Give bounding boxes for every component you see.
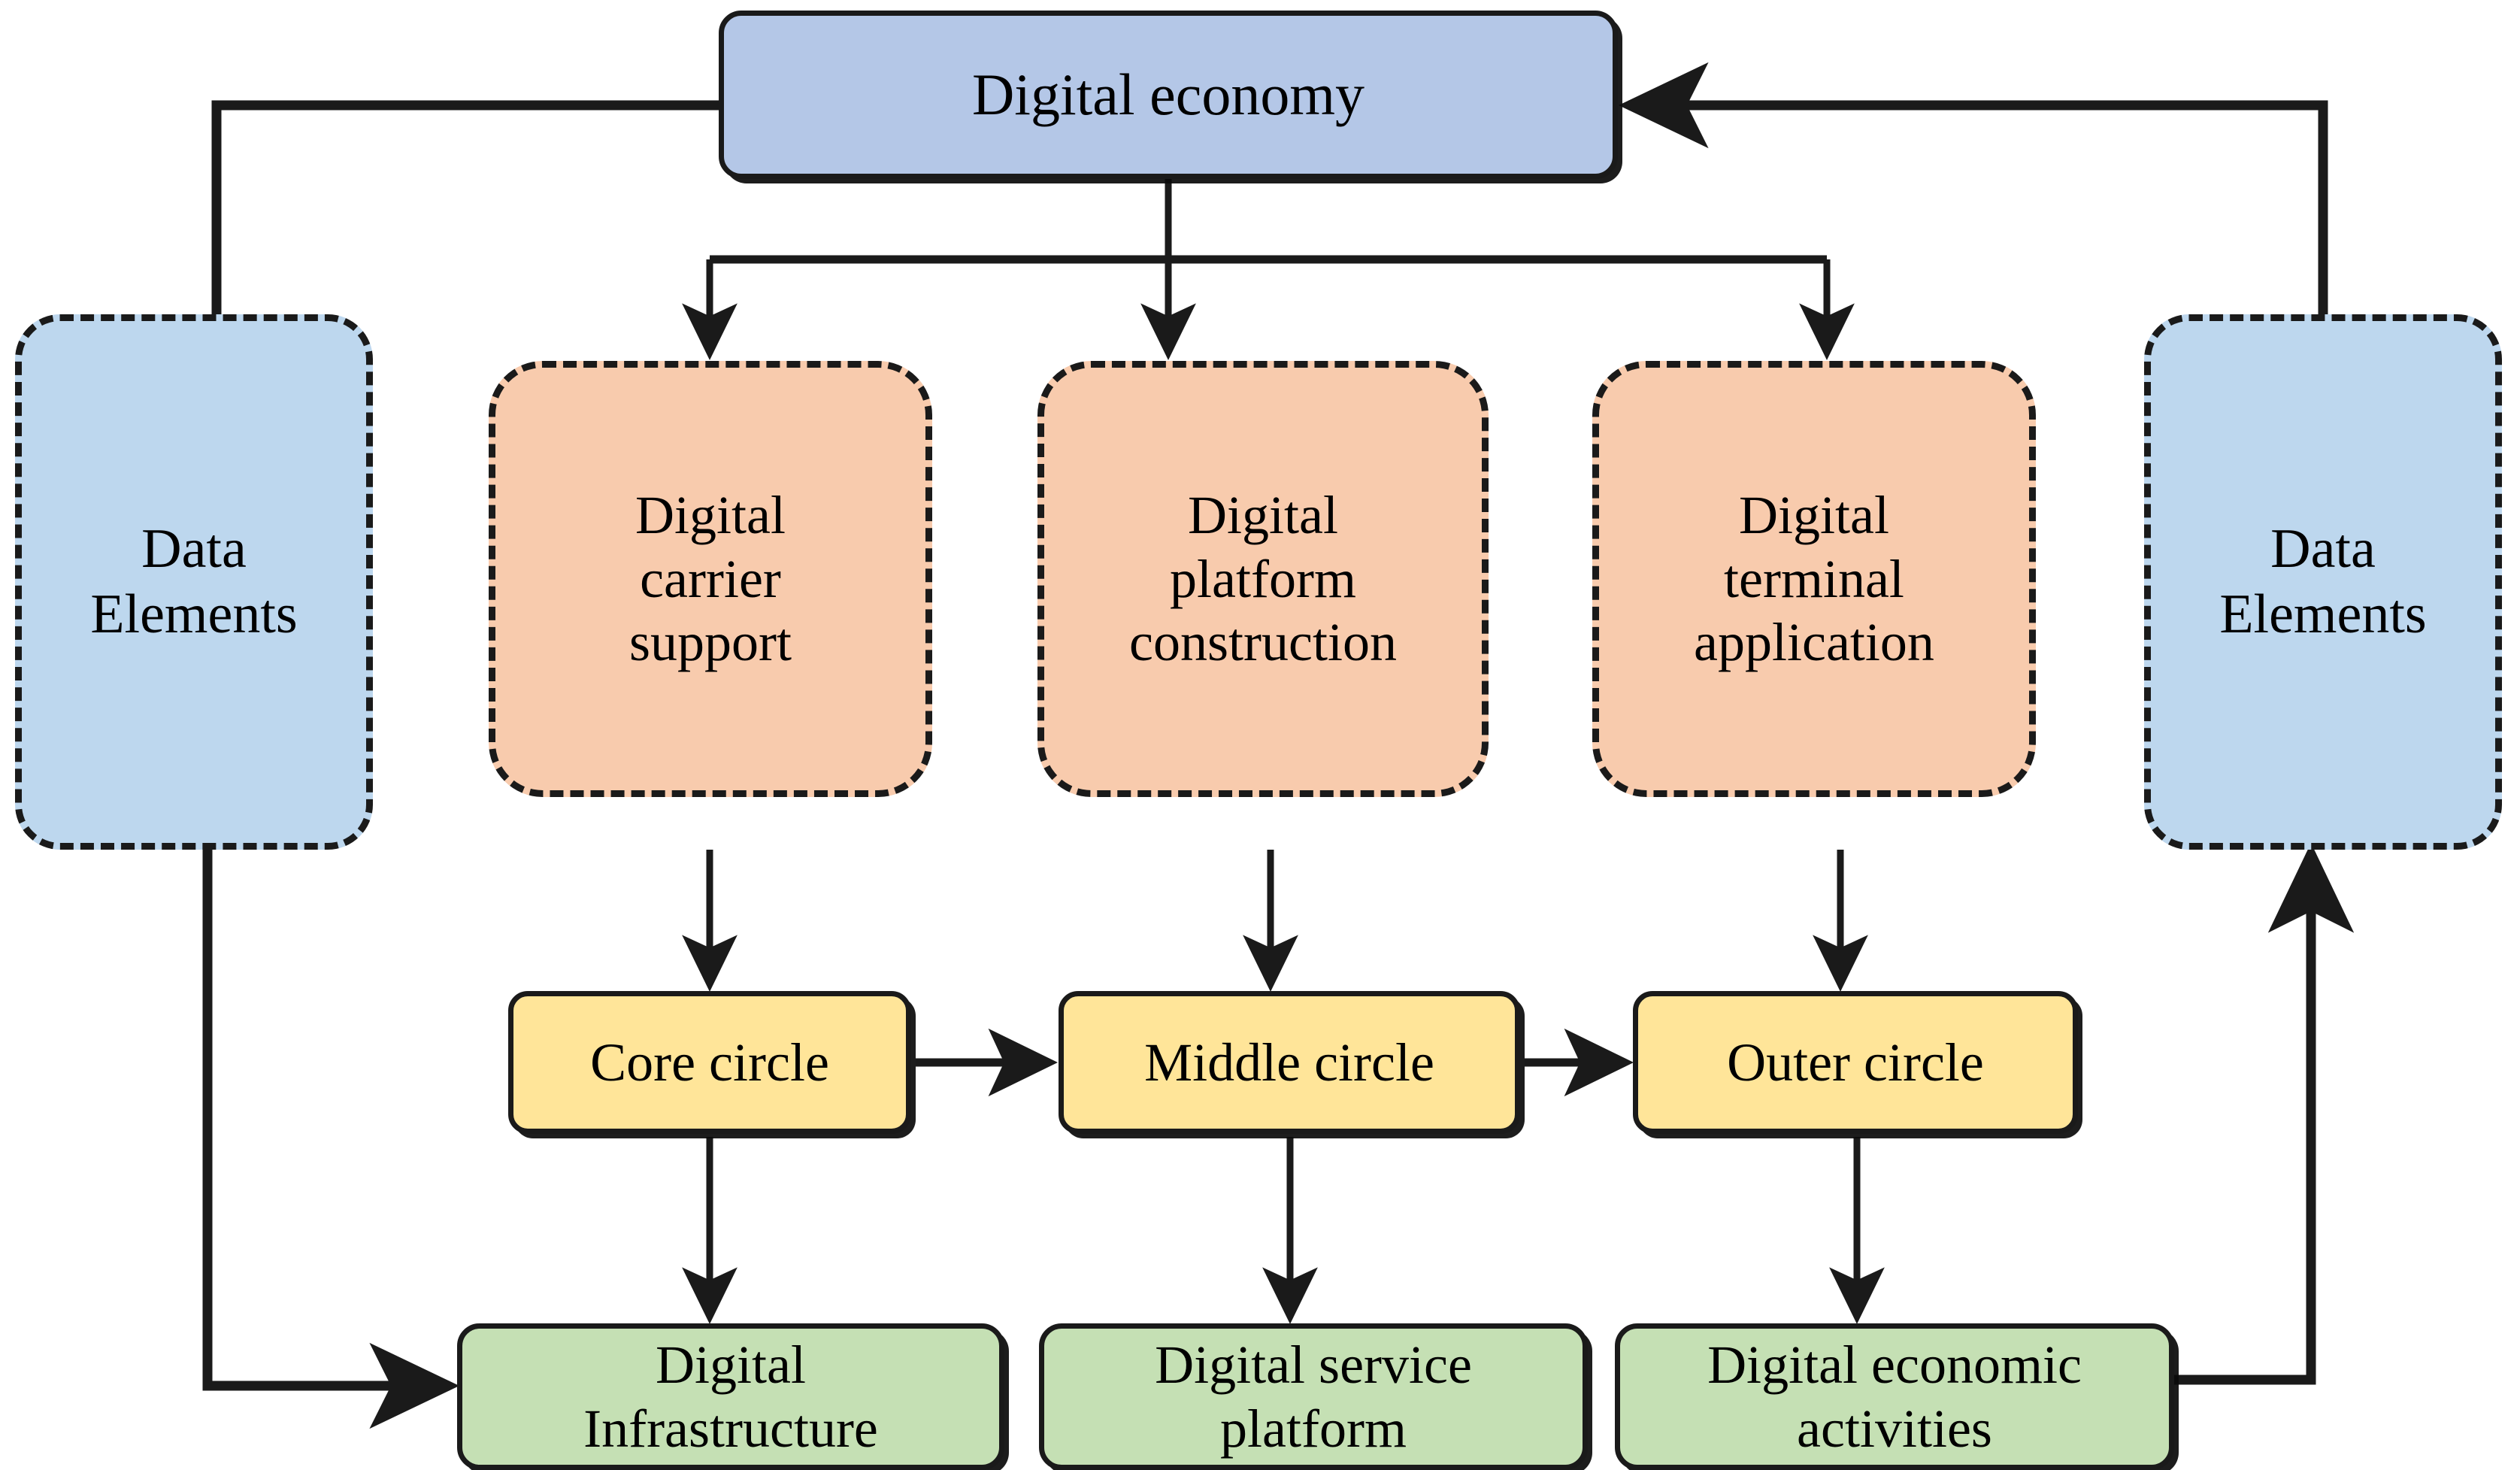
node-digital-economic-activities-label: Digital economic activities [1707, 1334, 2082, 1459]
node-digital-economy[interactable]: Digital economy [719, 11, 1618, 179]
node-outer-circle[interactable]: Outer circle [1633, 991, 2078, 1134]
edge-data-left-to-infrastructure [202, 847, 460, 1429]
node-digital-platform-construction[interactable]: Digital platform construction [1037, 361, 1489, 797]
node-core-circle[interactable]: Core circle [508, 991, 911, 1134]
node-digital-economic-activities[interactable]: Digital economic activities [1615, 1323, 2174, 1470]
node-outer-circle-label: Outer circle [1727, 1032, 1984, 1093]
node-digital-terminal-application-label: Digital terminal application [1694, 484, 1934, 673]
node-digital-infrastructure[interactable]: Digital Infrastructure [457, 1323, 1004, 1470]
node-digital-service-platform-label: Digital service platform [1155, 1334, 1472, 1459]
node-data-elements-left-label: Data Elements [90, 517, 298, 645]
node-core-circle-label: Core circle [590, 1032, 829, 1093]
node-data-elements-left[interactable]: Data Elements [15, 314, 373, 850]
node-digital-service-platform[interactable]: Digital service platform [1039, 1323, 1588, 1470]
node-middle-circle[interactable]: Middle circle [1059, 991, 1520, 1134]
node-digital-platform-construction-label: Digital platform construction [1129, 484, 1397, 673]
node-digital-carrier-support-label: Digital carrier support [629, 484, 792, 673]
node-digital-infrastructure-label: Digital Infrastructure [583, 1334, 878, 1459]
edge-economic-activities-to-data-right [2174, 842, 2355, 1385]
edge-economy-to-data-left [211, 100, 719, 319]
node-digital-carrier-support[interactable]: Digital carrier support [489, 361, 932, 797]
node-data-elements-right-label: Data Elements [2219, 517, 2427, 645]
node-digital-economy-label: Digital economy [971, 61, 1365, 127]
edge-data-right-to-economy [1618, 62, 2328, 319]
node-data-elements-right[interactable]: Data Elements [2144, 314, 2502, 850]
node-digital-terminal-application[interactable]: Digital terminal application [1592, 361, 2036, 797]
node-middle-circle-label: Middle circle [1144, 1032, 1434, 1093]
